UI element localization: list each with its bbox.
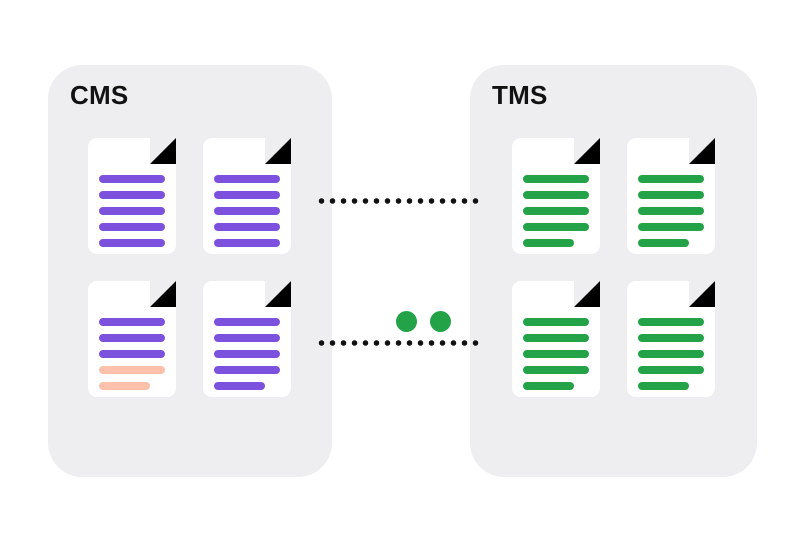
text-line xyxy=(638,318,704,326)
document-text-lines xyxy=(523,175,589,247)
text-line xyxy=(99,350,165,358)
text-line xyxy=(638,334,704,342)
page-fold-corner-icon xyxy=(265,138,291,164)
text-line xyxy=(214,223,280,231)
tms-document-3[interactable] xyxy=(512,281,600,397)
text-line xyxy=(99,318,165,326)
page-fold-corner-icon xyxy=(574,281,600,307)
text-line xyxy=(523,239,575,247)
page-fold-corner-icon xyxy=(574,138,600,164)
document-text-lines xyxy=(638,318,704,390)
connector-top xyxy=(316,198,482,204)
text-line xyxy=(214,334,280,342)
text-line xyxy=(214,191,280,199)
untranslated-text-line xyxy=(99,382,151,390)
text-line xyxy=(523,334,589,342)
text-line xyxy=(214,207,280,215)
cms-document-1[interactable] xyxy=(88,138,176,254)
text-line xyxy=(638,191,704,199)
status-dot-1 xyxy=(396,311,417,332)
page-fold-corner-icon xyxy=(150,138,176,164)
text-line xyxy=(638,366,704,374)
text-line xyxy=(99,223,165,231)
tms-document-1[interactable] xyxy=(512,138,600,254)
text-line xyxy=(523,366,589,374)
text-line xyxy=(99,191,165,199)
document-text-lines xyxy=(638,175,704,247)
text-line xyxy=(99,239,165,247)
cms-document-4[interactable] xyxy=(203,281,291,397)
tms-panel-title: TMS xyxy=(492,80,548,110)
text-line xyxy=(214,318,280,326)
text-line xyxy=(99,334,165,342)
text-line xyxy=(523,318,589,326)
document-text-lines xyxy=(99,318,165,390)
text-line xyxy=(638,382,690,390)
tms-document-2[interactable] xyxy=(627,138,715,254)
text-line xyxy=(523,223,589,231)
page-fold-corner-icon xyxy=(689,138,715,164)
text-line xyxy=(214,175,280,183)
document-text-lines xyxy=(214,175,280,247)
page-fold-corner-icon xyxy=(150,281,176,307)
status-dot-2 xyxy=(430,311,451,332)
document-text-lines xyxy=(523,318,589,390)
text-line xyxy=(214,239,280,247)
text-line xyxy=(523,350,589,358)
tms-document-4[interactable] xyxy=(627,281,715,397)
text-line xyxy=(214,382,266,390)
text-line xyxy=(638,350,704,358)
tms-panel xyxy=(470,65,757,477)
cms-panel xyxy=(48,65,332,477)
text-line xyxy=(523,207,589,215)
text-line xyxy=(638,207,704,215)
document-text-lines xyxy=(99,175,165,247)
text-line xyxy=(99,207,165,215)
text-line xyxy=(523,382,575,390)
text-line xyxy=(638,223,704,231)
untranslated-text-line xyxy=(99,366,165,374)
text-line xyxy=(638,239,690,247)
text-line xyxy=(638,175,704,183)
cms-document-2[interactable] xyxy=(203,138,291,254)
document-text-lines xyxy=(214,318,280,390)
cms-document-3[interactable] xyxy=(88,281,176,397)
cms-panel-title: CMS xyxy=(70,80,129,110)
text-line xyxy=(523,191,589,199)
text-line xyxy=(214,366,280,374)
page-fold-corner-icon xyxy=(265,281,291,307)
text-line xyxy=(99,175,165,183)
page-fold-corner-icon xyxy=(689,281,715,307)
text-line xyxy=(214,350,280,358)
text-line xyxy=(523,175,589,183)
connector-bottom xyxy=(316,340,482,346)
